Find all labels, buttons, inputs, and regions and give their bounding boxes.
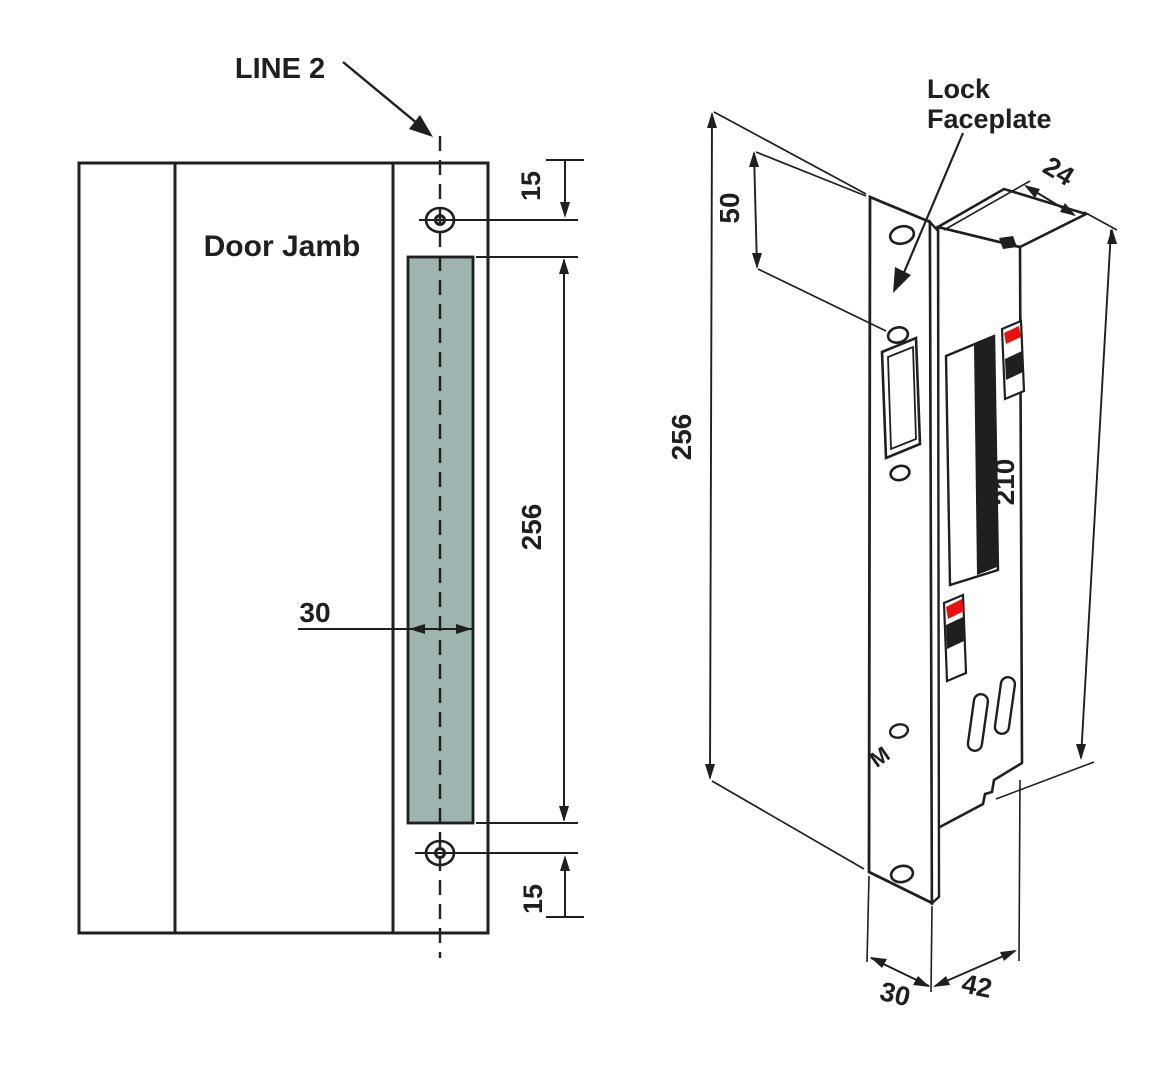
dimension-body-depth: 42 <box>933 950 1017 1004</box>
faceplate-hole-marking <box>888 723 910 739</box>
leader-arrowhead-icon <box>409 115 433 137</box>
svg-text:256: 256 <box>516 504 547 551</box>
arrowhead-upleft-icon <box>1024 185 1040 198</box>
red-indicator-icon <box>946 599 964 619</box>
faceplate-cutout-region <box>406 255 475 825</box>
arrowhead-down-icon <box>1076 744 1086 760</box>
dimension-faceplate-length: 256 <box>666 111 867 870</box>
lock-faceplate-callout: Lock Faceplate <box>893 74 1052 293</box>
leader-arrowhead-icon <box>893 267 911 293</box>
svg-text:30: 30 <box>299 597 330 628</box>
svg-text:30: 30 <box>877 976 913 1012</box>
svg-text:15: 15 <box>518 884 548 914</box>
dimension-faceplate-width: 30 <box>870 957 930 1012</box>
arrowhead-up-icon <box>707 112 717 128</box>
body-slot-left <box>966 693 990 752</box>
arrowhead-up-icon <box>560 855 570 871</box>
dimension-hole-spacing: 50 <box>714 151 887 332</box>
arrowhead-up-icon <box>559 258 569 274</box>
callout-line2: Faceplate <box>927 104 1052 134</box>
callout-line1: Lock <box>927 74 991 104</box>
upper-indicator-switch <box>1000 319 1026 401</box>
ext-faceplate-left <box>866 875 870 963</box>
body-slot-right <box>993 676 1017 735</box>
lock-isometric-view: M 256 50 Lock Faceplate <box>666 74 1118 1012</box>
arrowhead-right-icon <box>456 624 472 634</box>
dimension-cutout-height: 256 <box>516 258 569 822</box>
dimension-top-screw-offset: 15 <box>516 160 570 218</box>
lock-faceplate-fold-lip <box>928 218 941 906</box>
arrowhead-down-icon <box>705 764 715 780</box>
faceplate-hole-upper <box>886 326 910 344</box>
svg-text:24: 24 <box>1038 151 1079 192</box>
arrowhead-downright-icon <box>913 976 930 987</box>
faceplate-screw-hole-top <box>888 224 916 246</box>
line2-label: LINE 2 <box>235 53 325 85</box>
door-jamb-front-view: Door Jamb 15 256 <box>77 53 584 958</box>
arrowhead-up-icon <box>749 151 759 167</box>
arrowhead-down-icon <box>559 806 569 822</box>
svg-text:256: 256 <box>666 414 697 461</box>
svg-text:50: 50 <box>714 192 745 223</box>
svg-text:210: 210 <box>989 459 1020 506</box>
arrowhead-down-icon <box>752 253 762 269</box>
arrowhead-downleft-icon <box>933 976 950 987</box>
top-face-pin-icon <box>999 236 1017 249</box>
dimension-cutout-width: 30 <box>298 597 472 634</box>
dimension-body-length: 210 <box>989 211 1118 800</box>
svg-text:15: 15 <box>516 171 546 201</box>
faceplate-latch-opening <box>880 336 922 460</box>
arrowhead-left-icon <box>409 624 425 634</box>
dimension-bottom-screw-offset: 15 <box>518 855 570 917</box>
arrowhead-upleft-icon <box>870 957 887 968</box>
arrowhead-up-icon <box>1107 228 1117 244</box>
line2-callout: LINE 2 <box>235 53 433 137</box>
arrowhead-upright-icon <box>1000 950 1017 961</box>
ext-body-right <box>1018 779 1021 962</box>
door-jamb-outline <box>77 161 490 935</box>
arrowhead-downright-icon <box>1060 203 1076 216</box>
lock-faceplate-front <box>867 194 934 906</box>
faceplate-hole-lower <box>889 464 911 482</box>
arrowhead-down-icon <box>560 202 570 218</box>
lower-indicator-switch <box>942 593 968 683</box>
door-jamb-label: Door Jamb <box>204 230 361 263</box>
svg-text:42: 42 <box>959 968 995 1004</box>
red-indicator-icon <box>1004 326 1021 344</box>
faceplate-screw-hole-bottom <box>889 864 915 884</box>
body-latch-slot <box>944 334 1000 587</box>
ext-faceplate-right <box>930 905 933 993</box>
